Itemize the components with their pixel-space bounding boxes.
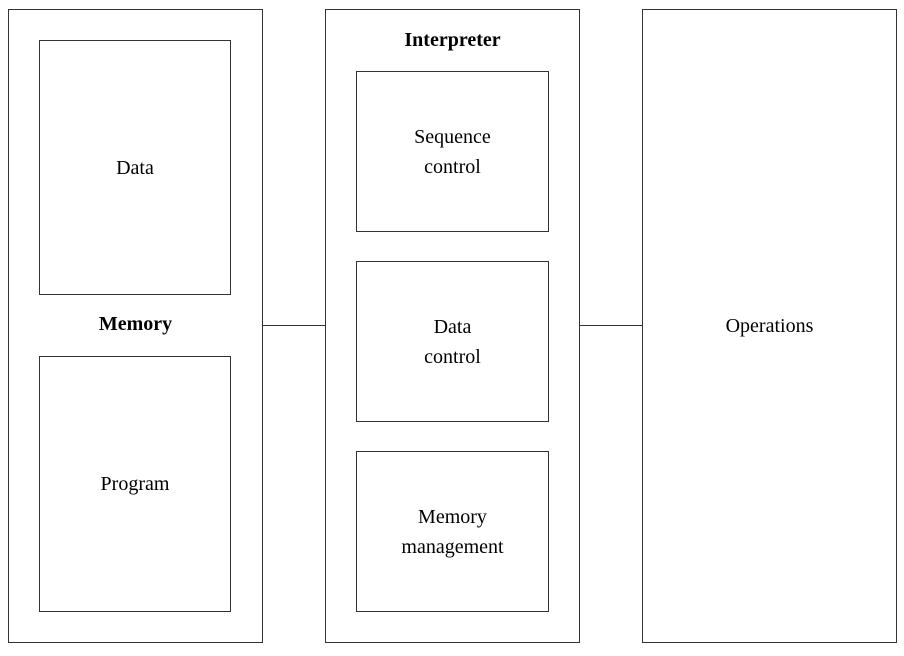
program-box: Program [39, 356, 231, 612]
interpreter-title: Interpreter [404, 29, 501, 51]
connector-interpreter-operations [580, 325, 642, 326]
sequence-control-line1: Sequence [414, 125, 491, 148]
program-box-label: Program [100, 473, 170, 495]
connector-memory-interpreter [263, 325, 325, 326]
operations-label: Operations [725, 315, 814, 337]
data-control-line1: Data [433, 315, 472, 338]
memory-management-box: Memory management [356, 451, 549, 612]
sequence-control-box: Sequence control [356, 71, 549, 232]
data-box: Data [39, 40, 231, 295]
data-control-box: Data control [356, 261, 549, 422]
data-control-line2: control [424, 345, 481, 368]
memory-title: Memory [98, 313, 173, 335]
sequence-control-line2: control [424, 155, 481, 178]
memory-management-line2: management [401, 535, 504, 558]
operations-block: Operations [642, 9, 897, 643]
data-box-label: Data [116, 156, 154, 179]
memory-management-line1: Memory [418, 505, 487, 528]
